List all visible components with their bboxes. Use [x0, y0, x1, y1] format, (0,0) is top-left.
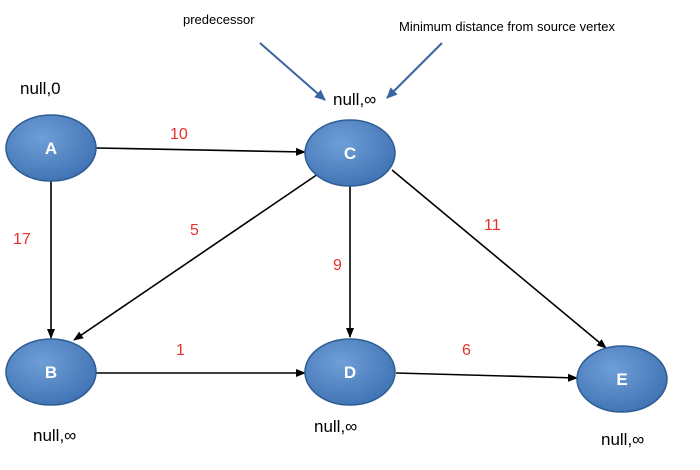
node-d-annotation: null,∞	[314, 417, 357, 436]
edges	[47, 147, 607, 382]
node-a-shape	[5, 114, 97, 182]
node-b-shape	[5, 338, 97, 406]
node-c-label: C	[344, 144, 356, 163]
node-e: E	[576, 345, 668, 413]
node-e-shape	[576, 345, 668, 413]
predecessor-pointer-arrow	[259, 42, 326, 101]
edge-d-e	[395, 372, 578, 382]
node-b: B	[5, 338, 97, 406]
weight-a-b: 17	[13, 231, 31, 248]
edge-c-b	[73, 173, 319, 341]
node-a-label: A	[45, 139, 57, 158]
node-c-annotation: null,∞	[333, 90, 376, 109]
weight-b-d: 1	[176, 342, 185, 359]
node-a: A	[5, 114, 97, 182]
edge-a-c	[95, 147, 306, 156]
min-distance-caption: Minimum distance from source vertex	[399, 19, 616, 34]
node-d: D	[304, 338, 396, 406]
edge-c-e	[391, 169, 607, 349]
node-a-annotation: null,0	[20, 79, 61, 98]
node-d-shape	[304, 338, 396, 406]
node-b-label: B	[45, 363, 57, 382]
node-e-label: E	[616, 370, 627, 389]
predecessor-caption: predecessor	[183, 12, 255, 27]
weight-a-c: 10	[170, 126, 188, 143]
node-d-label: D	[344, 363, 356, 382]
node-c: C	[304, 119, 396, 187]
weight-c-d: 9	[333, 257, 342, 274]
weight-c-e: 11	[484, 217, 501, 234]
edge-weights: 10 17 5 9 11 1 6	[13, 126, 501, 359]
min-distance-pointer-arrow	[386, 42, 443, 99]
node-c-shape	[304, 119, 396, 187]
weight-d-e: 6	[462, 342, 471, 359]
weight-c-b: 5	[190, 222, 199, 239]
node-e-annotation: null,∞	[601, 430, 644, 449]
node-b-annotation: null,∞	[33, 426, 76, 445]
